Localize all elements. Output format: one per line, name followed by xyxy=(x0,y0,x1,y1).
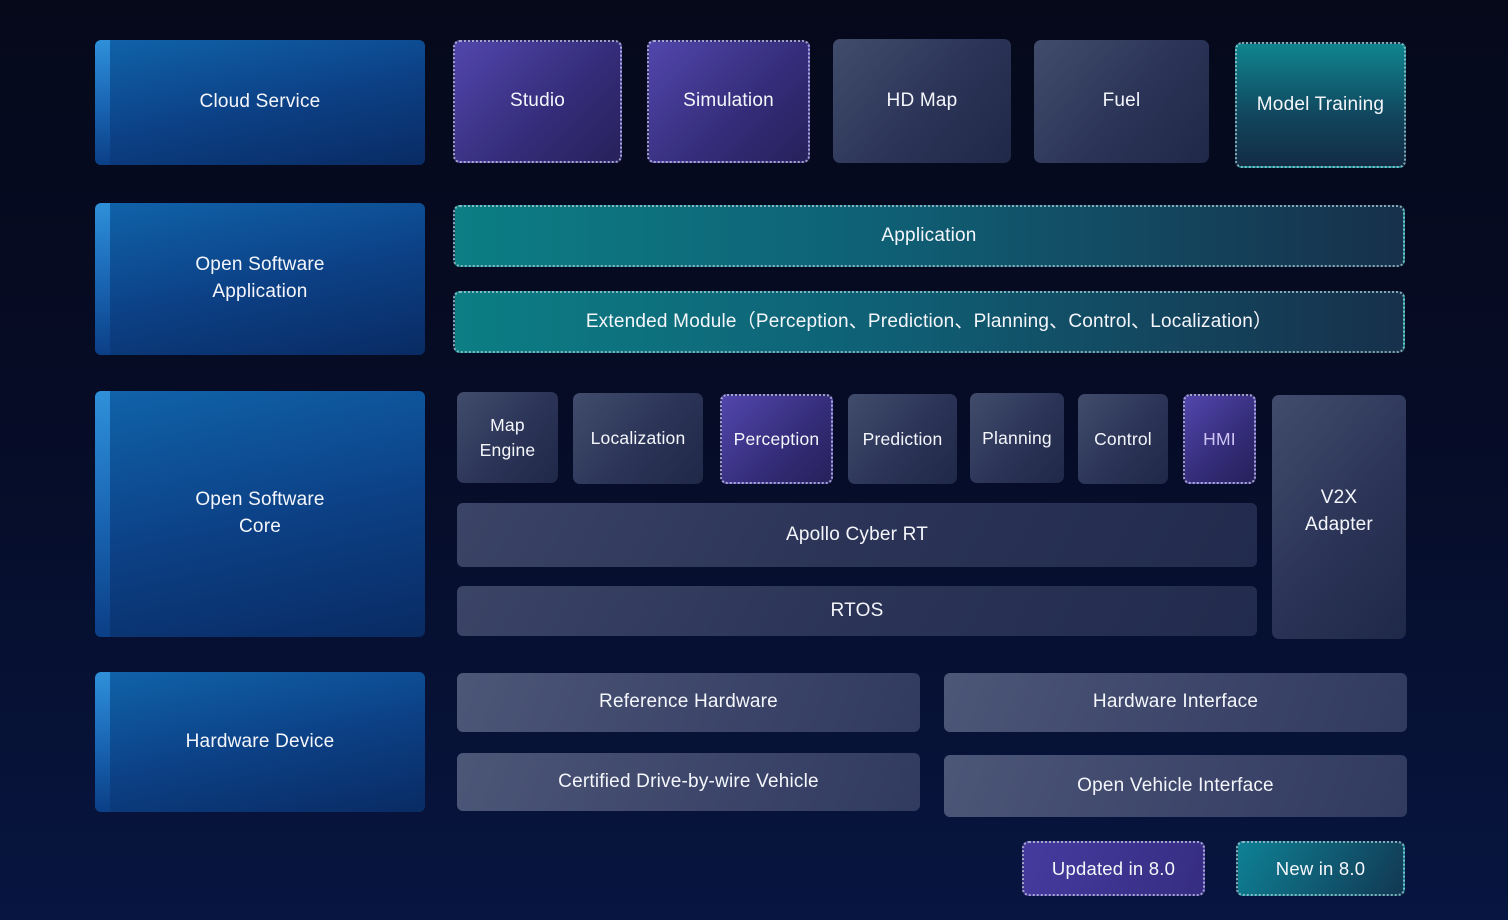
map-engine-label: Map Engine xyxy=(479,415,536,460)
localization-block: Localization xyxy=(573,393,703,484)
hd-map-block: HD Map xyxy=(833,39,1011,163)
open-software-core-block: Open Software Core xyxy=(95,391,425,637)
hardware-interface-label: Hardware Interface xyxy=(1092,691,1259,713)
model-training-block: Model Training xyxy=(1235,42,1406,168)
perception-label: Perception xyxy=(733,428,820,449)
studio-label: Studio xyxy=(509,90,566,112)
simulation-block: Simulation xyxy=(647,40,810,163)
reference-hardware-block: Reference Hardware xyxy=(457,673,920,732)
header-accent-stripe xyxy=(95,391,110,637)
open-vehicle-interface-label: Open Vehicle Interface xyxy=(1077,774,1274,796)
hardware-device-block: Hardware Device xyxy=(95,672,425,812)
open-software-application-block: Open Software Application xyxy=(95,203,425,355)
localization-label: Localization xyxy=(590,428,686,449)
perception-block: Perception xyxy=(720,394,833,484)
prediction-block: Prediction xyxy=(848,394,957,484)
hardware-device-label: Hardware Device xyxy=(185,730,335,752)
header-accent-stripe xyxy=(95,672,110,812)
map-engine-block: Map Engine xyxy=(457,392,558,483)
certified-drive-by-wire-vehicle-label: Certified Drive-by-wire Vehicle xyxy=(558,770,819,792)
hmi-block: HMI xyxy=(1183,394,1256,484)
extended-module-label: Extended Module（Perception、Prediction、Pl… xyxy=(585,310,1273,332)
certified-drive-by-wire-vehicle-block: Certified Drive-by-wire Vehicle xyxy=(457,753,920,811)
header-accent-stripe xyxy=(95,40,110,165)
rtos-label: RTOS xyxy=(830,599,884,621)
hmi-label: HMI xyxy=(1203,428,1236,449)
studio-block: Studio xyxy=(453,40,622,163)
cloud-service-block: Cloud Service xyxy=(95,40,425,165)
open-software-core-label: Open Software Core xyxy=(195,489,325,537)
open-software-application-label: Open Software Application xyxy=(195,254,325,302)
control-block: Control xyxy=(1078,394,1168,484)
legend-new-badge: New in 8.0 xyxy=(1236,841,1405,896)
header-accent-stripe xyxy=(95,203,110,355)
v2x-adapter-block: V2X Adapter xyxy=(1272,395,1406,639)
simulation-label: Simulation xyxy=(683,90,774,112)
rtos-bar: RTOS xyxy=(457,586,1257,636)
planning-label: Planning xyxy=(982,427,1052,448)
apollo-cyber-rt-bar: Apollo Cyber RT xyxy=(457,503,1257,567)
cloud-service-label: Cloud Service xyxy=(199,91,321,113)
control-label: Control xyxy=(1094,428,1152,449)
model-training-label: Model Training xyxy=(1256,93,1385,115)
application-label: Application xyxy=(881,224,977,246)
hd-map-label: HD Map xyxy=(886,89,958,111)
v2x-adapter-label: V2X Adapter xyxy=(1305,487,1373,535)
open-vehicle-interface-block: Open Vehicle Interface xyxy=(944,755,1407,817)
legend-updated-label: Updated in 8.0 xyxy=(1051,857,1176,879)
prediction-label: Prediction xyxy=(862,428,943,449)
application-bar: Application xyxy=(453,205,1405,267)
fuel-label: Fuel xyxy=(1102,90,1141,112)
fuel-block: Fuel xyxy=(1034,40,1209,163)
planning-block: Planning xyxy=(970,393,1064,483)
legend-updated-badge: Updated in 8.0 xyxy=(1022,841,1205,896)
hardware-interface-block: Hardware Interface xyxy=(944,673,1407,732)
apollo-cyber-rt-label: Apollo Cyber RT xyxy=(785,523,929,545)
legend-new-label: New in 8.0 xyxy=(1275,857,1366,879)
extended-module-bar: Extended Module（Perception、Prediction、Pl… xyxy=(453,291,1405,353)
reference-hardware-label: Reference Hardware xyxy=(599,691,778,713)
